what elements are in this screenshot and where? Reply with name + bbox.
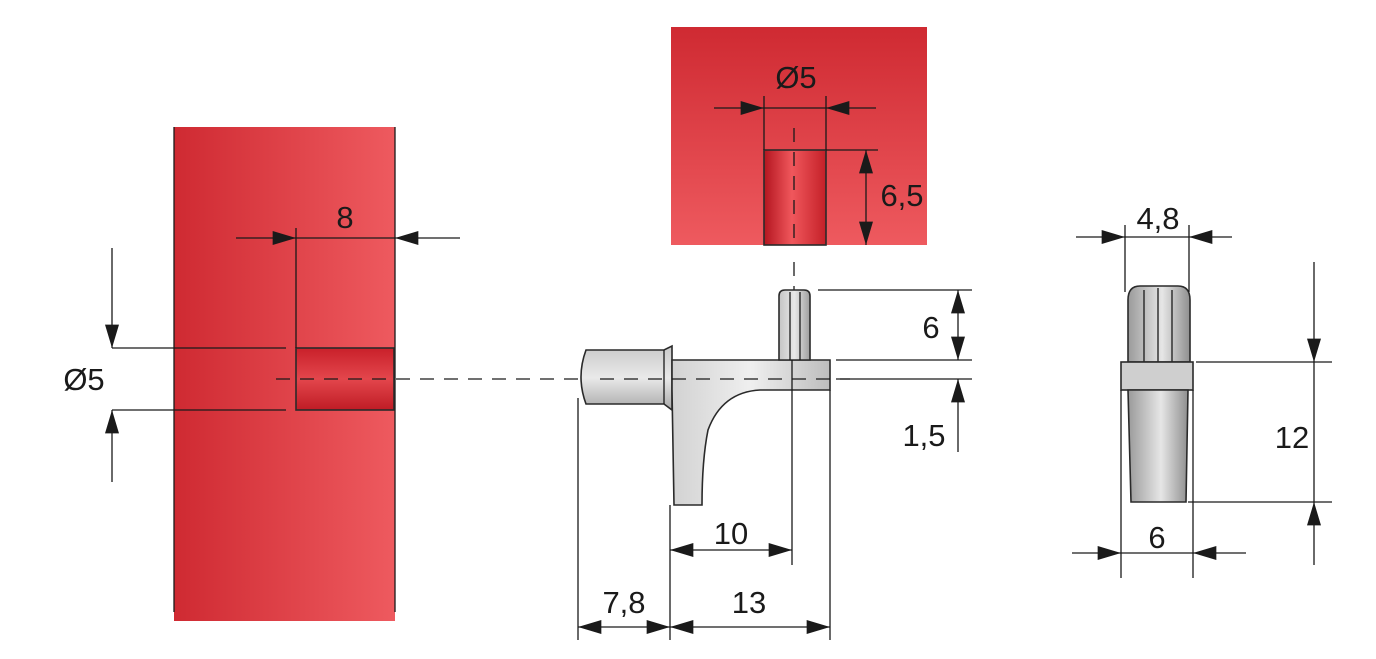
side-panel-view: 8 Ø5: [63, 127, 460, 621]
front-height-label: 12: [1275, 420, 1309, 455]
thickness-label: 1,5: [902, 418, 945, 453]
top-panel-hole: [763, 149, 827, 246]
offset-label: 10: [714, 516, 748, 551]
pin-profile-view: 6 1,5 10 7,8 13: [577, 262, 972, 640]
front-top-width-label: 4,8: [1136, 201, 1179, 236]
pin-stem: [580, 344, 673, 412]
front-body: [1127, 389, 1189, 503]
support-length-label: 13: [732, 585, 766, 620]
top-hole-depth-label: 6,5: [880, 178, 923, 213]
peg-height-label: 6: [922, 310, 939, 345]
hole-depth-label: 8: [336, 200, 353, 235]
front-base-width-label: 6: [1148, 520, 1165, 555]
stem-length-label: 7,8: [602, 585, 645, 620]
top-hole-diameter-label: Ø5: [775, 60, 816, 95]
top-panel-view: Ø5 6,5: [671, 27, 927, 246]
pin-front-view: 4,8 12 6: [1072, 201, 1332, 578]
front-peg: [1127, 285, 1191, 363]
hole-diameter-label: Ø5: [63, 362, 104, 397]
pin-top-peg: [778, 289, 811, 361]
pin-support-body: [671, 359, 831, 506]
front-collar: [1120, 361, 1194, 391]
